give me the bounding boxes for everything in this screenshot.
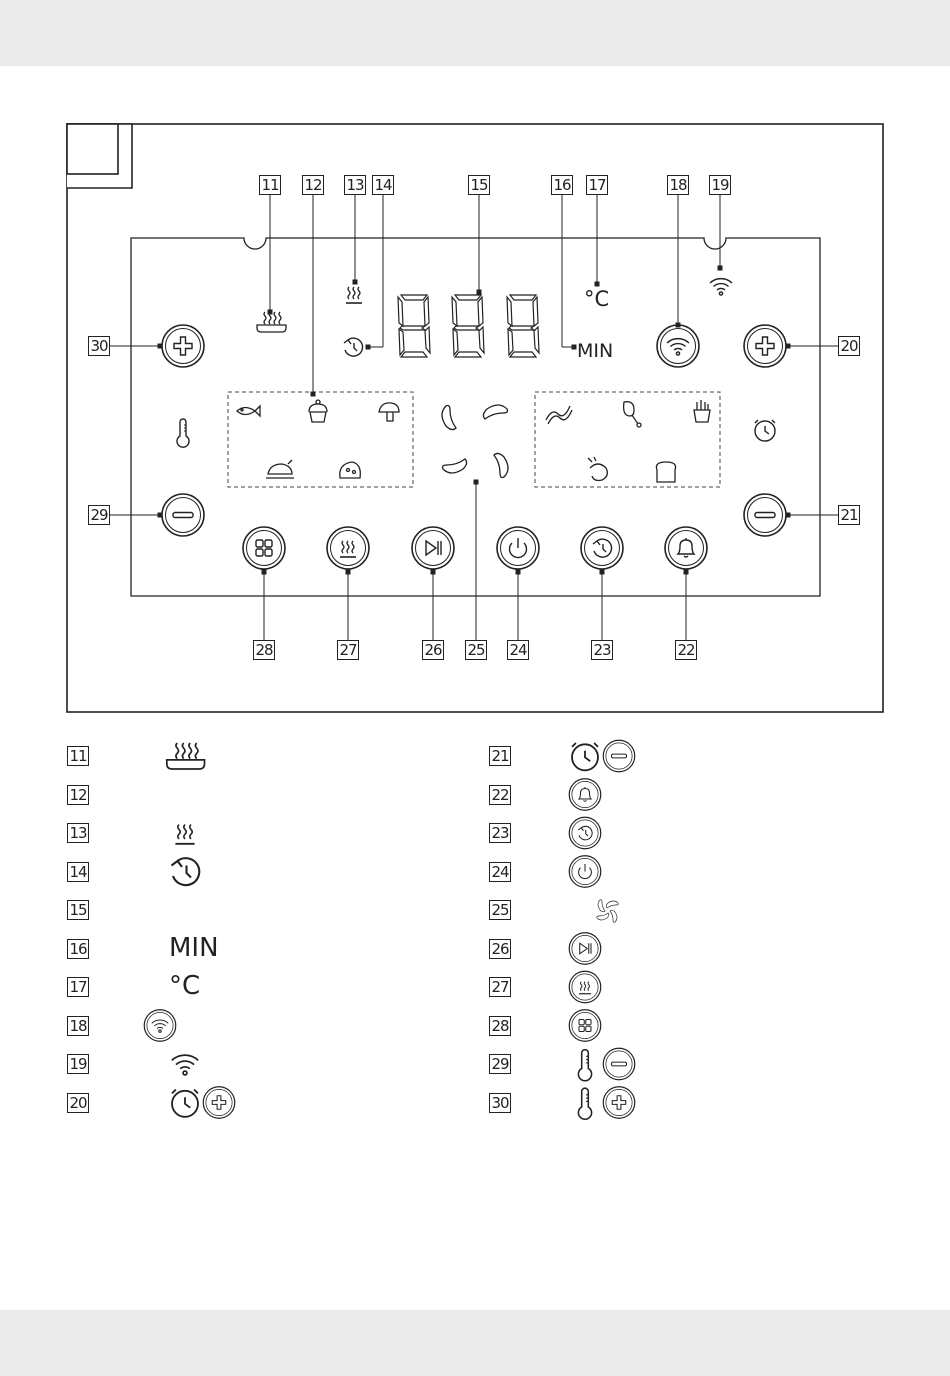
fan-icon — [442, 405, 508, 478]
temp-plus-button[interactable] — [162, 325, 204, 367]
callout-number: 23 — [591, 640, 613, 660]
display-min-label: MIN — [577, 340, 613, 362]
drumstick-icon — [624, 402, 641, 427]
legend-number: 24 — [489, 862, 511, 882]
legend-celsius-label: °C — [169, 971, 200, 1001]
figure-frame — [67, 124, 883, 712]
callout-number: 17 — [586, 175, 608, 195]
power-button[interactable] — [497, 527, 539, 569]
legend-number: 20 — [67, 1093, 89, 1113]
mushroom-icon — [379, 403, 399, 421]
legend-number: 25 — [489, 900, 511, 920]
history-indicator-icon — [344, 338, 363, 356]
steam-indicator-icon — [346, 287, 362, 303]
legend-number: 26 — [489, 939, 511, 959]
callout-number: 13 — [344, 175, 366, 195]
cake-icon — [309, 400, 327, 422]
callout-number: 16 — [551, 175, 573, 195]
steam-button[interactable] — [327, 527, 369, 569]
callout-number: 25 — [465, 640, 487, 660]
legend-number: 15 — [67, 900, 89, 920]
program-box-right — [535, 392, 720, 487]
legend-number: 12 — [67, 785, 89, 805]
thermometer-icon — [177, 419, 189, 447]
legend-number: 16 — [67, 939, 89, 959]
legend-number: 21 — [489, 746, 511, 766]
callout-number: 24 — [507, 640, 529, 660]
legend-number: 11 — [67, 746, 89, 766]
legend-number: 27 — [489, 977, 511, 997]
menu-grid-button[interactable] — [243, 527, 285, 569]
leader-lines — [110, 194, 838, 640]
callout-number: 15 — [468, 175, 490, 195]
shrimp-icon — [588, 457, 607, 481]
fish-icon — [237, 406, 260, 416]
legend-number: 19 — [67, 1054, 89, 1074]
legend-min-label: MIN — [169, 933, 219, 963]
legend-number: 28 — [489, 1016, 511, 1036]
pizza-icon — [340, 462, 361, 478]
history-button[interactable] — [581, 527, 623, 569]
program-box-left — [228, 392, 413, 487]
bacon-icon — [546, 406, 572, 424]
callout-number: 19 — [709, 175, 731, 195]
display-celsius-label: °C — [584, 287, 609, 311]
toast-icon — [656, 462, 675, 482]
callout-number: 28 — [253, 640, 275, 660]
callout-number: 18 — [667, 175, 689, 195]
fries-icon — [694, 400, 710, 422]
callout-number: 14 — [372, 175, 394, 195]
bell-button[interactable] — [665, 527, 707, 569]
wifi-button[interactable] — [657, 325, 699, 367]
legend-number: 23 — [489, 823, 511, 843]
time-plus-button[interactable] — [744, 325, 786, 367]
roast-chicken-icon — [266, 460, 294, 478]
callout-number: 29 — [88, 505, 110, 525]
legend-number: 22 — [489, 785, 511, 805]
callout-number: 30 — [88, 336, 110, 356]
callout-number: 12 — [302, 175, 324, 195]
callout-number: 20 — [838, 336, 860, 356]
callout-number: 27 — [337, 640, 359, 660]
callout-number: 21 — [838, 505, 860, 525]
wifi-icon — [710, 279, 732, 295]
callout-number: 22 — [675, 640, 697, 660]
legend-number: 13 — [67, 823, 89, 843]
figure-label-box — [67, 124, 118, 174]
play-pause-button[interactable] — [412, 527, 454, 569]
time-minus-button[interactable] — [744, 494, 786, 536]
seven-segment-display — [398, 295, 539, 357]
callout-number: 26 — [422, 640, 444, 660]
legend-number: 18 — [67, 1016, 89, 1036]
alarm-clock-icon — [755, 420, 775, 441]
legend-number: 29 — [489, 1054, 511, 1074]
temp-minus-button[interactable] — [162, 494, 204, 536]
legend-number: 30 — [489, 1093, 511, 1113]
steam-tray-icon — [257, 312, 286, 332]
legend-number: 14 — [67, 862, 89, 882]
callout-number: 11 — [259, 175, 281, 195]
legend-number: 17 — [67, 977, 89, 997]
